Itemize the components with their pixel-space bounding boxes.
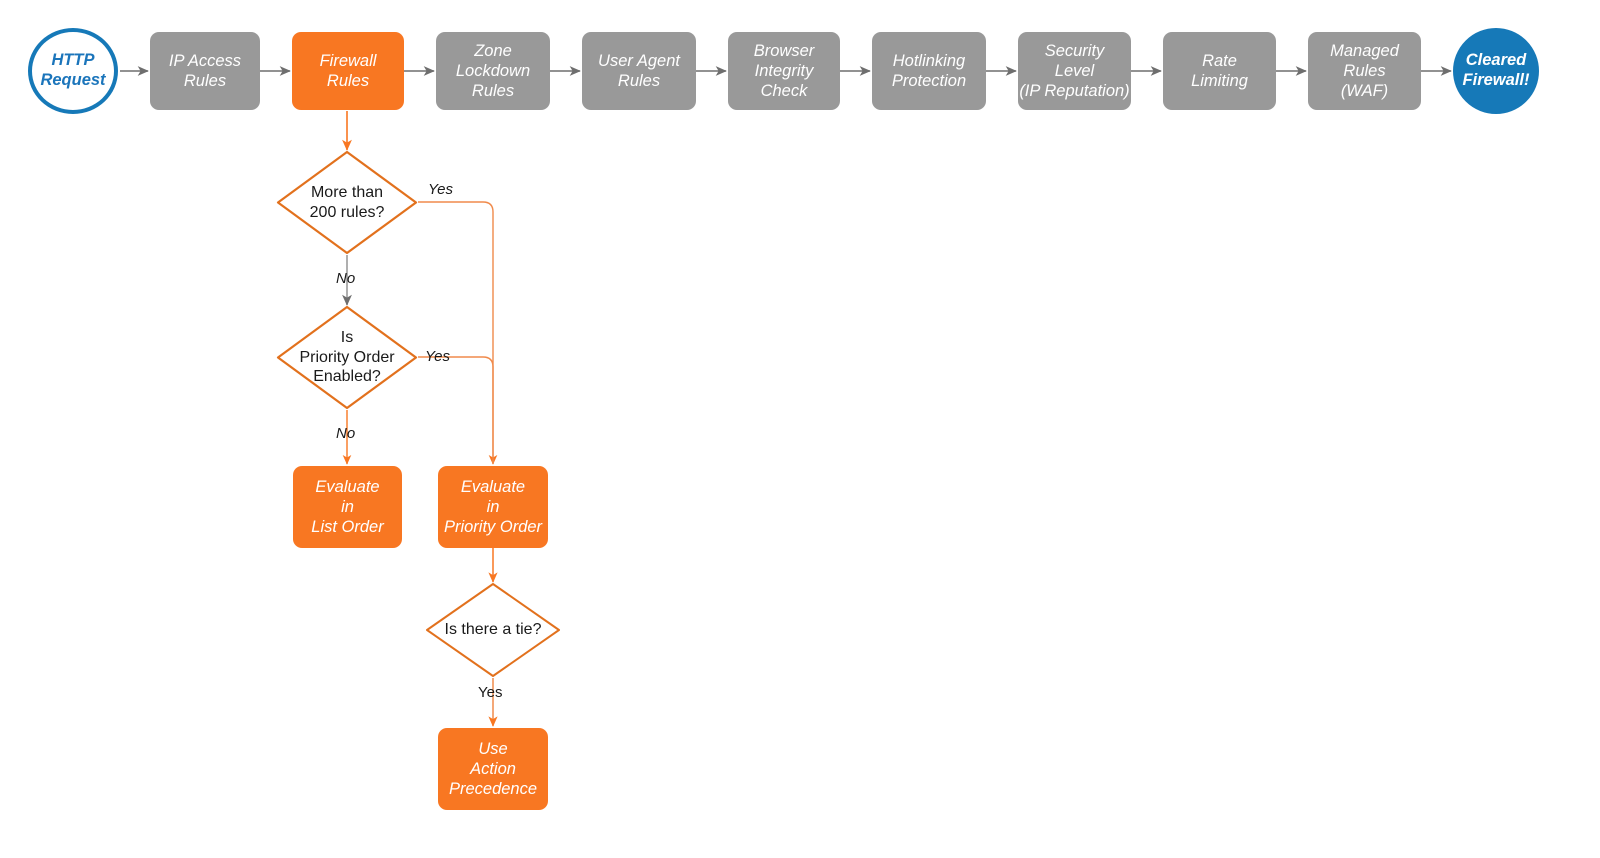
decision-is-there-a-tie[interactable]: Is there a tie?	[425, 582, 561, 678]
node-label: Evaluate in Priority Order	[443, 477, 543, 537]
node-label: Browser Integrity Check	[753, 41, 815, 101]
node-label: Evaluate in List Order	[311, 477, 384, 537]
node-label: Managed Rules (WAF)	[1330, 41, 1399, 101]
node-label: Hotlinking Protection	[891, 51, 967, 90]
edge-label-no-priority: No	[336, 425, 356, 442]
node-label: Rate Limiting	[1191, 51, 1248, 90]
node-label: Zone Lockdown Rules	[455, 41, 531, 101]
node-zone-lockdown-rules[interactable]: Zone Lockdown Rules	[436, 32, 550, 110]
node-managed-rules-waf[interactable]: Managed Rules (WAF)	[1308, 32, 1421, 110]
node-label: IP Access Rules	[168, 51, 242, 90]
decision-more-than-200-rules[interactable]: More than 200 rules?	[276, 150, 418, 255]
node-browser-integrity-check[interactable]: Browser Integrity Check	[728, 32, 840, 110]
diamond-shape	[276, 150, 418, 255]
node-label: Cleared Firewall!	[1462, 51, 1530, 89]
diamond-shape	[426, 583, 560, 677]
node-user-agent-rules[interactable]: User Agent Rules	[582, 32, 696, 110]
diamond-shape	[276, 305, 418, 410]
node-label: HTTP Request	[40, 51, 106, 89]
node-hotlinking-protection[interactable]: Hotlinking Protection	[872, 32, 986, 110]
node-label: Security Level (IP Reputation)	[1019, 41, 1130, 101]
node-use-action-precedence[interactable]: Use Action Precedence	[438, 728, 548, 810]
edge-yes-200-to-priority-order	[418, 201, 498, 465]
node-label: Use Action Precedence	[448, 739, 538, 799]
edge-label-yes-200: Yes	[428, 181, 454, 198]
node-security-level[interactable]: Security Level (IP Reputation)	[1018, 32, 1131, 110]
decision-label: More than 200 rules?	[309, 183, 385, 221]
edge-label-yes-tie: Yes	[478, 684, 503, 701]
node-http-request[interactable]: HTTP Request	[28, 28, 118, 114]
node-ip-access-rules[interactable]: IP Access Rules	[150, 32, 260, 110]
node-cleared-firewall[interactable]: Cleared Firewall!	[1453, 28, 1539, 114]
edge-yes-priority-to-priority-order	[418, 356, 494, 464]
decision-label: Is there a tie?	[444, 621, 542, 639]
edge-label-yes-priority: Yes	[425, 348, 451, 365]
node-firewall-rules[interactable]: Firewall Rules	[292, 32, 404, 110]
edge-label-no-200: No	[336, 270, 356, 287]
node-label: User Agent Rules	[598, 51, 680, 90]
node-evaluate-in-list-order[interactable]: Evaluate in List Order	[293, 466, 402, 548]
node-rate-limiting[interactable]: Rate Limiting	[1163, 32, 1276, 110]
decision-is-priority-order-enabled[interactable]: Is Priority Order Enabled?	[276, 305, 418, 410]
decision-label: Is Priority Order Enabled?	[299, 329, 395, 386]
node-label: Firewall Rules	[319, 51, 377, 90]
node-evaluate-in-priority-order[interactable]: Evaluate in Priority Order	[438, 466, 548, 548]
